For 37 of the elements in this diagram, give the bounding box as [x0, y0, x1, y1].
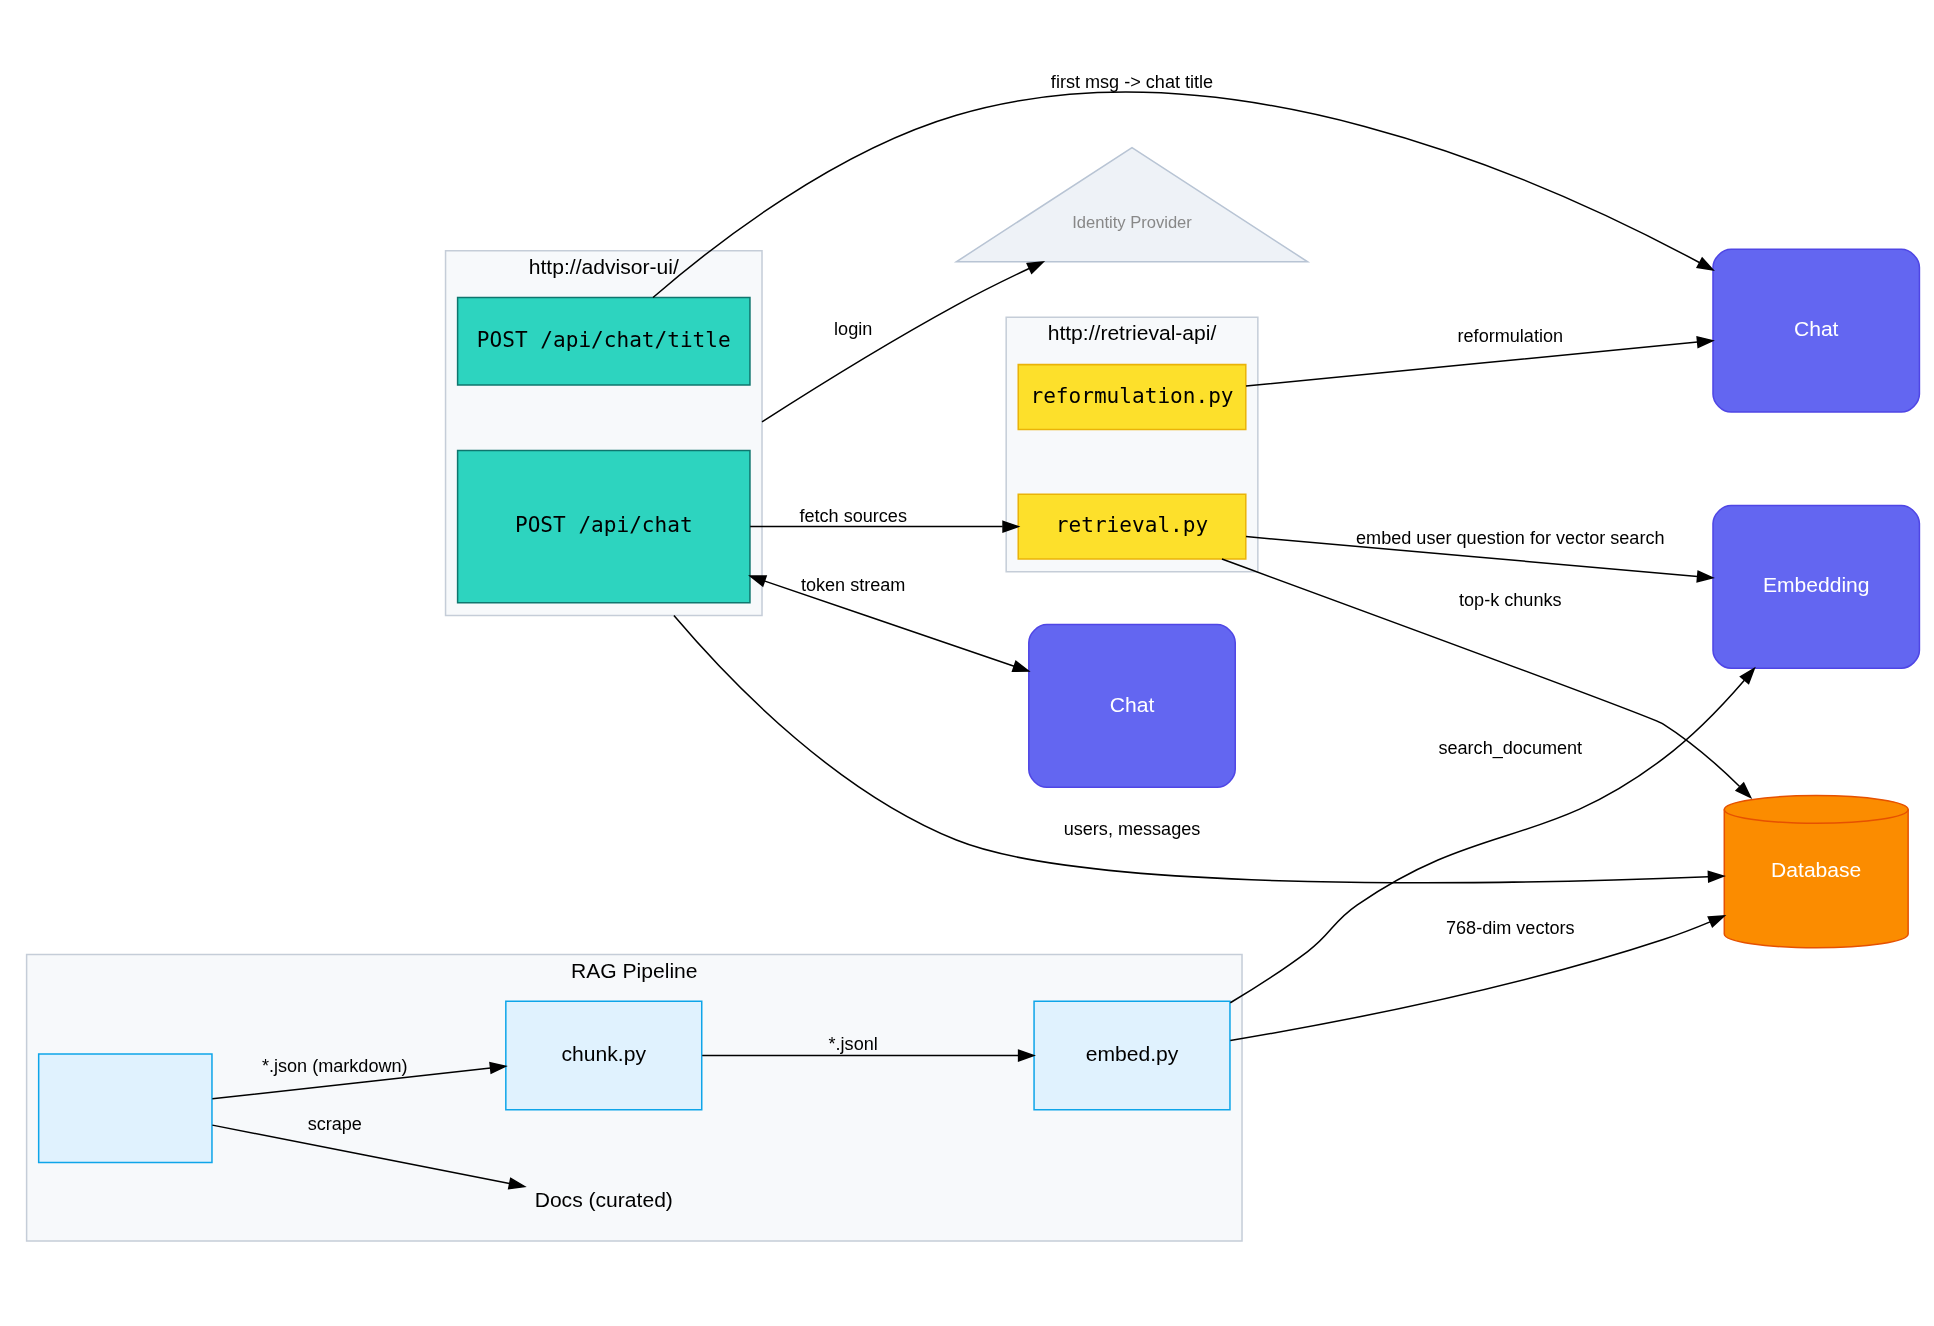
arrow: [1229, 914, 1727, 1042]
edge-label: 768-dim vectors: [1446, 918, 1575, 939]
node-box: POST /api/chat/title: [456, 296, 751, 386]
edge-label: first msg -> chat title: [1050, 71, 1214, 92]
node-box: [37, 1053, 213, 1164]
edge-label: *.json (markdown): [261, 1055, 408, 1076]
node-box: Chat: [1712, 248, 1921, 413]
arrow: [652, 92, 1715, 299]
edge-label: login: [834, 318, 873, 339]
node-text: Docs (curated): [534, 1188, 673, 1212]
node-box: reformulation.py: [1017, 363, 1247, 431]
edge-label: top-k chunks: [1459, 589, 1562, 610]
edge-label: search_document: [1438, 737, 1583, 758]
edge-label: scrape: [307, 1114, 362, 1135]
edge-label: token stream: [800, 574, 906, 595]
arrow: [1221, 558, 1753, 800]
node-box: embed.py: [1033, 1000, 1231, 1111]
arrow: [673, 614, 1726, 884]
arrow: [749, 520, 1021, 533]
arrow: [211, 1124, 527, 1190]
edge-label: users, messages: [1063, 818, 1201, 839]
node-box: retrieval.py: [1017, 493, 1247, 560]
arrow: [1245, 535, 1715, 583]
arrow: [761, 261, 1046, 423]
arrow: [748, 575, 1031, 672]
node-box: chunk.py: [505, 1000, 703, 1111]
arrow: [1229, 666, 1756, 1004]
arrow: [701, 1049, 1036, 1062]
node-box: POST /api/chat: [456, 449, 751, 604]
edge-label: reformulation: [1457, 326, 1564, 347]
edge-label: embed user question for vector search: [1356, 528, 1665, 549]
node-box: Embedding: [1712, 504, 1921, 670]
edge-label: fetch sources: [799, 505, 907, 526]
arrow: [1245, 335, 1715, 387]
edge-label: *.jsonl: [828, 1034, 878, 1055]
node-box: Chat: [1028, 623, 1236, 789]
arrow: [211, 1061, 508, 1100]
